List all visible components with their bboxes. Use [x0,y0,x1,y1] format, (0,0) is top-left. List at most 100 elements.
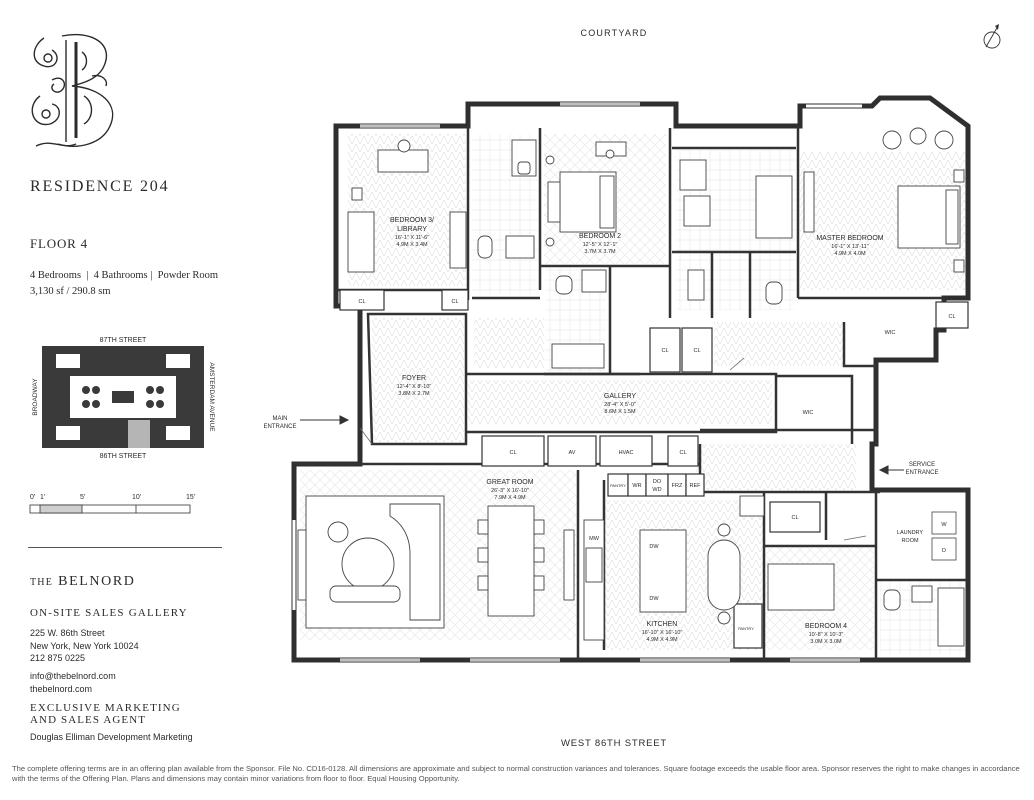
great-room-dim: 26'-3" X 16'-10" [491,488,529,494]
closet-label: CL [451,299,458,305]
laundry-machines [931,511,957,561]
laundry-name-2: ROOM [901,538,919,544]
service-entrance-label: SERVICE [909,462,935,468]
wr-label: WR [632,483,641,489]
dw-label: DW [649,544,659,550]
sales-address: 225 W. 86th Street New York, New York 10… [30,627,139,665]
bedroom-count: 4 Bedrooms [30,270,82,281]
east-street-label: AMSTERDAM AVENUE [208,362,215,432]
laundry-name: LAUNDRY [897,530,924,536]
great-room-furniture [297,495,575,629]
bedroom4-dim-metric: 3.0M X 3.0M [810,639,842,645]
powder-room: Powder Room [157,270,218,281]
scale-bar: 0' 1' 5' 10' 15' [29,494,195,514]
courtyard-label: COURTYARD [581,28,648,38]
bedroom3-name: BEDROOM 3/ [390,217,434,224]
address-line-2: New York, New York 10024 [30,640,139,651]
master-dim-metric: 4.9M X 4.0M [834,251,866,257]
residence-title: RESIDENCE 204 [30,178,170,195]
closet-label: CL [679,450,686,456]
agent-heading: EXCLUSIVE MARKETING AND SALES AGENT [30,702,181,726]
great-room-dim-metric: 7.9M X 4.9M [494,495,526,501]
kitchen-fixtures [583,495,835,641]
bedroom3-name-2: LIBRARY [397,226,427,233]
ref-label: REF [690,483,702,489]
mw-label: MW [589,536,600,542]
bedroom4-dim: 10'-8" X 10'-3" [809,632,844,638]
bedroom3-dim: 16'-1" X 11'-6" [395,235,429,241]
residence-specs: 4 Bedrooms | 4 Bathrooms | Powder Room 3… [30,268,230,300]
belnord-monogram-logo [31,34,114,147]
legal-disclaimer: The complete offering terms are in an of… [12,764,1020,783]
entrance-arrows [300,415,904,475]
foyer-dim: 12'-4" X 8'-10" [397,384,432,390]
bedroom3-furniture [347,139,467,273]
frz-label: FRZ [672,483,683,489]
hvac-label: HVAC [619,450,634,456]
north-compass-icon [983,24,1001,49]
doors [359,357,867,541]
pantry-label: PANTRY [610,483,626,488]
gallery-dim: 28'-4" X 5'-0" [604,402,636,408]
do-label: DO [653,479,662,485]
closet-label: CL [948,314,955,320]
floor-label: FLOOR 4 [30,236,88,251]
master-furniture [803,127,965,273]
bathroom-fixtures [477,139,965,647]
wic-label: WIC [803,410,814,416]
bedroom2-furniture [545,141,627,247]
closet-label: CL [693,348,700,354]
bedroom4-name: BEDROOM 4 [805,623,847,630]
sales-contact: info@thebelnord.com thebelnord.com [30,670,116,695]
address-line-1: 225 W. 86th Street [30,628,105,638]
closet-label: CL [791,515,798,521]
gallery-name: GALLERY [604,393,636,400]
scale-tick: 15' [186,494,195,501]
south-street-label: 86TH STREET [100,453,147,460]
great-room-name: GREAT ROOM [486,479,533,486]
dw-label: DW [649,596,659,602]
agent-heading-line-1: EXCLUSIVE MARKETING [30,702,181,714]
sidebar-divider [28,547,222,548]
room-count-line: 4 Bedrooms | 4 Bathrooms | Powder Room [30,270,218,281]
sales-email[interactable]: info@thebelnord.com [30,671,116,681]
building-key-map: 87TH STREET 86TH STREET BROADWAY AMSTERD… [32,337,215,460]
brand-name: THE BELNORD [30,574,135,590]
bedroom2-dim: 12'-5" X 12'-1" [583,242,618,248]
agent-name: Douglas Elliman Development Marketing [30,732,193,742]
floor-plan: COURTYARD WEST 86TH STREET [263,24,1001,749]
scale-tick: 10' [132,494,141,501]
info-sidebar: RESIDENCE 204 FLOOR 4 4 Bedrooms | 4 Bat… [0,0,230,760]
service-entrance-label-2: ENTRANCE [905,470,938,476]
dryer-label: D [942,548,946,554]
kitchen-name: KITCHEN [647,621,678,628]
av-label: AV [569,450,576,456]
bedroom2-dim-metric: 3.7M X 3.7M [584,249,616,255]
brand-word: BELNORD [58,574,136,589]
sales-gallery-heading: ON-SITE SALES GALLERY [30,607,188,619]
closet-label: CL [509,450,516,456]
scale-tick: 5' [80,494,85,501]
bathroom-count: 4 Bathrooms [93,270,148,281]
street-label: WEST 86TH STREET [561,738,667,749]
foyer-name: FOYER [402,375,426,382]
residence-area: 3,130 sf / 290.8 sm [30,286,111,297]
bedroom3-dim-metric: 4.9M X 3.4M [396,242,428,248]
brand-the: THE [30,577,54,588]
master-dim: 16'-1" X 13'-11" [831,244,868,250]
agent-heading-line-2: AND SALES AGENT [30,714,147,726]
main-entrance-label-2: ENTRANCE [263,424,296,430]
closet-labels: CL CL CL CL CL WIC WIC CL AV HVAC CL CL … [358,299,955,631]
room-labels: BEDROOM 3/ LIBRARY 16'-1" X 11'-6" 4.9M … [390,217,923,645]
gallery-dim-metric: 8.6M X 1.5M [604,409,636,415]
closet-boxes [339,289,969,649]
foyer-dim-metric: 3.8M X 2.7M [398,391,430,397]
sales-website[interactable]: thebelnord.com [30,683,93,694]
bedroom2-name: BEDROOM 2 [579,233,621,240]
scale-tick: 1' [40,494,45,501]
closet-label: CL [661,348,668,354]
north-street-label: 87TH STREET [100,337,147,344]
west-street-label: BROADWAY [32,378,39,416]
kitchen-dim-metric: 4.9M X 4.9M [646,637,678,643]
closet-label: CL [358,299,365,305]
